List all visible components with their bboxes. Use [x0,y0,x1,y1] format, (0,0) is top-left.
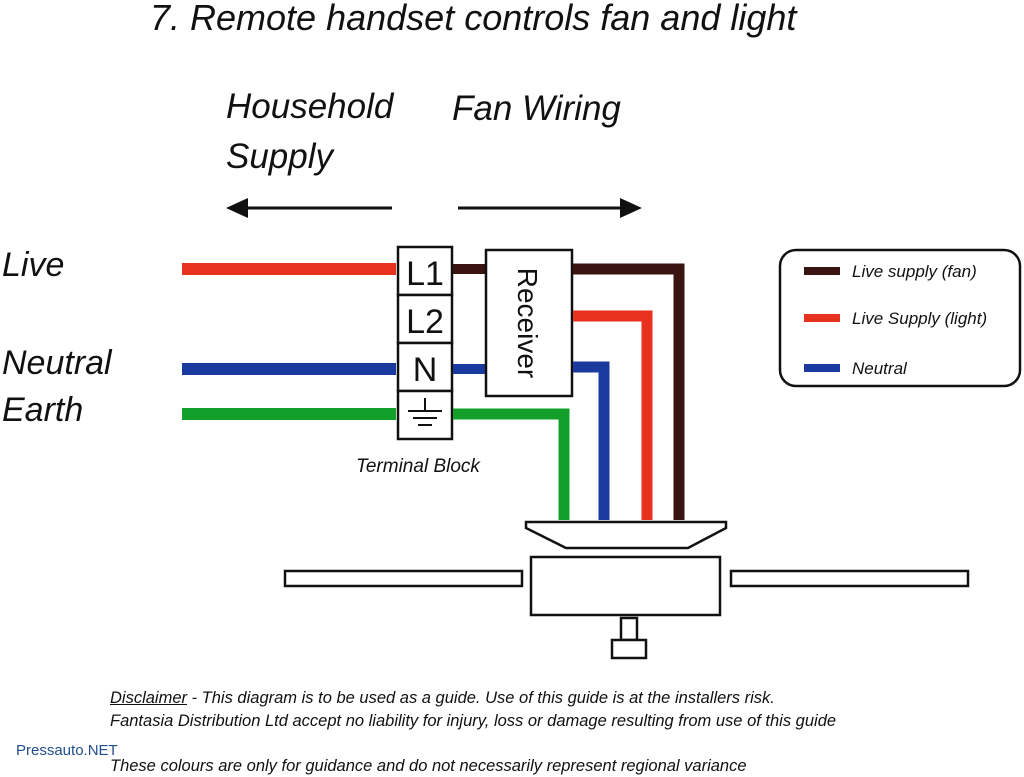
terminal-l2: L2 [406,303,444,341]
fan-light-fitting [610,638,648,660]
ceiling-fan [283,520,970,660]
disclaimer-line1-text: - This diagram is to be used as a guide.… [187,689,775,707]
left-arrow [226,198,392,218]
legend: Live supply (fan) Live Supply (light) Ne… [778,248,1022,388]
disclaimer-line1: Disclaimer - This diagram is to be used … [110,690,775,707]
terminal-l1: L1 [406,255,444,293]
live-fan-wire [573,263,685,520]
live-light-wire [573,310,653,520]
fan-blade-left [283,569,524,588]
terminal-block-label: Terminal Block [356,456,481,477]
disclaimer-word: Disclaimer [110,689,188,707]
receiver-label: Receiver [512,268,543,378]
fan-wiring-heading: Fan Wiring [452,89,621,128]
watermark: Pressauto.NET [16,742,118,759]
legend-box [778,248,1022,388]
neutral-label: Neutral [2,344,113,382]
neutral-fan-wire [573,361,610,520]
fan-blade-right [729,569,970,588]
receiver-box [484,248,574,398]
earth-symbol-icon [408,398,442,426]
fan-canopy [524,520,728,550]
diagram-title: 7. Remote handset controls fan and light [150,0,798,38]
fan-motor-housing [529,555,722,617]
household-heading-line2: Supply [226,137,336,176]
terminal-n: N [413,351,438,389]
legend-label-neutral: Neutral [852,359,908,378]
fan-light-stem [619,616,639,642]
earth-label: Earth [2,391,83,429]
legend-label-live-fan: Live supply (fan) [852,262,977,281]
terminal-block: L1 L2 N [396,245,454,441]
disclaimer-line3: These colours are only for guidance and … [110,757,747,775]
right-arrow [458,198,642,218]
live-label: Live [2,246,64,284]
household-heading-line1: Household [226,87,395,126]
earth-fan-wire [453,408,570,520]
disclaimer-line2: Fantasia Distribution Ltd accept no liab… [110,712,837,730]
legend-label-live-light: Live Supply (light) [852,309,987,328]
